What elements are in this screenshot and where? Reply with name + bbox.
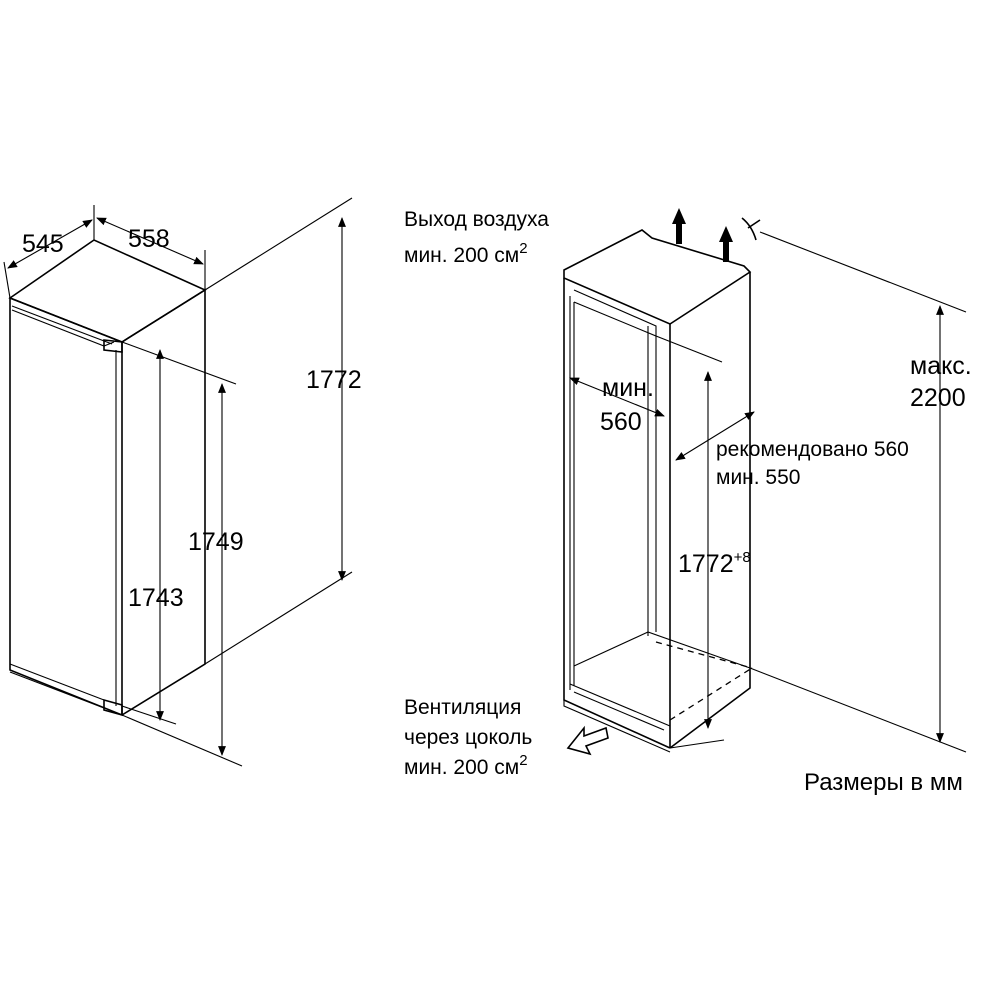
niche-top xyxy=(563,229,752,325)
air-out-sup: 2 xyxy=(519,240,527,257)
appliance-drawing xyxy=(8,239,207,717)
appliance-width-label: 558 xyxy=(128,225,170,253)
niche-dimensions xyxy=(569,231,967,753)
niche-min-label: мин. xyxy=(602,374,654,402)
niche-drawing xyxy=(563,229,753,753)
ventilation-label-line1: Вентиляция xyxy=(404,696,521,719)
appliance-door xyxy=(9,296,123,717)
niche-recommended-label: рекомендовано 560 xyxy=(716,438,909,461)
door-hinge-bottom xyxy=(103,698,123,717)
air-out-label-line2: мин. 200 см2 xyxy=(404,240,528,267)
ventilation-sup: 2 xyxy=(519,752,527,769)
appliance-dimensions xyxy=(3,197,353,767)
air-flow-curve-icon xyxy=(741,217,761,241)
appliance-depth-label: 545 xyxy=(22,230,64,258)
niche-depth-dim-line xyxy=(569,377,665,417)
niche-width-dim-line xyxy=(675,411,755,461)
width-dim-line xyxy=(96,217,204,265)
niche-height-tolerance: +8 xyxy=(734,549,751,566)
air-out-label-line1: Выход воздуха xyxy=(404,208,549,231)
appliance-total-height-label: 1772 xyxy=(306,366,362,394)
appliance-door-height-label: 1743 xyxy=(128,584,184,612)
niche-min-depth-label: 560 xyxy=(600,408,642,436)
ventilation-label-line2: через цоколь xyxy=(404,726,532,749)
door-hinge-top xyxy=(103,339,123,353)
niche-front-left xyxy=(563,278,671,749)
air-out-arrows xyxy=(672,208,761,262)
appliance-body-height-label: 1749 xyxy=(188,528,244,556)
ventilation-arrow-icon xyxy=(566,725,609,756)
depth-dim-line xyxy=(7,219,93,269)
ventilation-label-line3: мин. 200 см2 xyxy=(404,752,528,779)
air-out-arrow-icon xyxy=(672,208,686,244)
units-note: Размеры в мм xyxy=(804,769,963,796)
appliance-side-face xyxy=(121,288,206,716)
niche-height-label: 1772+8 xyxy=(678,549,751,578)
max-height-label: 2200 xyxy=(910,384,966,412)
niche-min-width-label: мин. 550 xyxy=(716,466,800,489)
max-label: макс. xyxy=(910,352,972,380)
air-out-arrow-icon xyxy=(719,226,733,262)
